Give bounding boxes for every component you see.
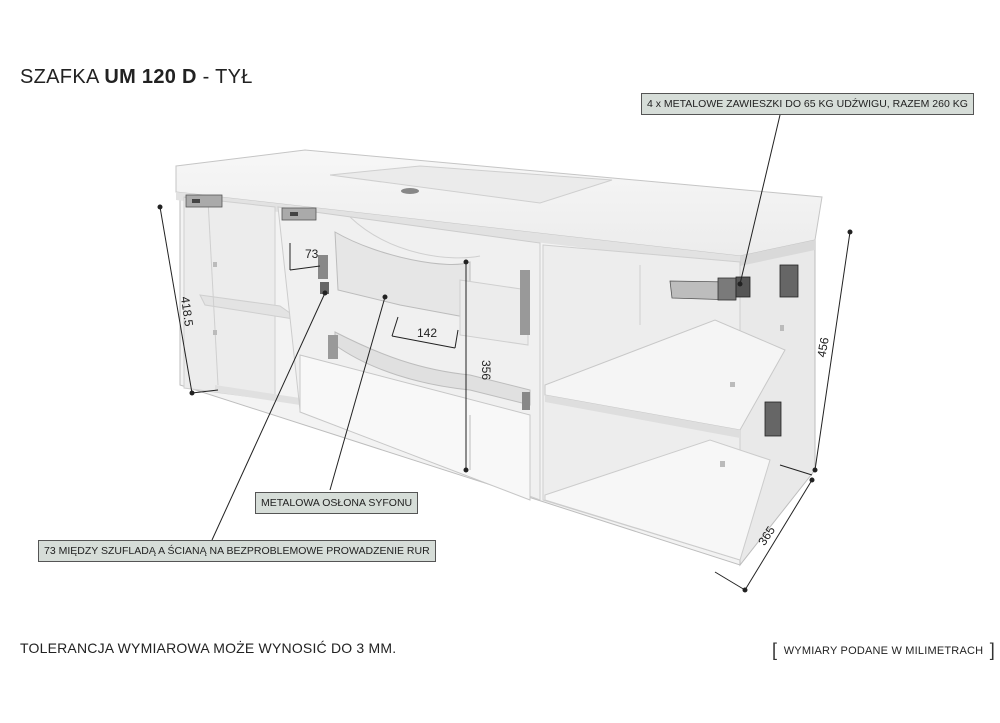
units-bracket-close: ] [989, 640, 995, 660]
dim-drawer-gap: 73 [305, 247, 319, 261]
right-compartment [542, 244, 786, 561]
units-text: WYMIARY PODANE W MILIMETRACH [783, 645, 984, 657]
dim-siphon-depth: 142 [417, 326, 437, 340]
dim-depth-ext [779, 464, 813, 476]
dim-depth-line [744, 479, 813, 591]
leader-gap-dot [322, 290, 328, 296]
callout-hangers: 4 x METALOWE ZAWIESZKI DO 65 KG UDŹWIGU,… [641, 93, 974, 115]
title-model: UM 120 D [104, 66, 197, 88]
dim-gap-line [289, 265, 321, 271]
leader-lines [211, 114, 781, 541]
title-suffix: - TYŁ [196, 66, 253, 88]
units-bracket-open: [ [772, 640, 778, 660]
dim-drawer-height: 356 [479, 360, 493, 380]
dim-left-height-ext [191, 389, 219, 394]
leader-hangers [739, 114, 781, 285]
dim-depth-ext2 [714, 571, 746, 591]
title-prefix: SZAFKA [20, 66, 105, 88]
dimension-lines [157, 204, 853, 593]
tolerance-note: TOLERANCJA WYMIAROWA MOŻE WYNOSIĆ DO 3 M… [20, 640, 397, 656]
hanger-icon [185, 194, 799, 437]
callout-gap: 73 MIĘDZY SZUFLADĄ A ŚCIANĄ NA BEZPROBLE… [38, 540, 436, 562]
dim-siphon-line [391, 335, 456, 349]
dim-left-height: 418.5 [178, 296, 196, 328]
left-compartment [183, 196, 301, 405]
callout-siphon: METALOWA OSŁONA SYFONU [255, 492, 419, 514]
units-note: [ WYMIARY PODANE W MILIMETRACH ] [772, 640, 995, 661]
leader-siphon [329, 296, 386, 491]
leader-gap [211, 292, 326, 541]
leader-siphon-dot [382, 294, 388, 300]
dim-left-height-line [159, 206, 193, 394]
dim-right-height: 456 [814, 336, 831, 358]
page-title: SZAFKA UM 120 D - TYŁ [20, 66, 253, 89]
dim-right-height-line [814, 231, 851, 471]
sink-drawer-zone [277, 206, 541, 501]
leader-hangers-dot [737, 281, 743, 287]
